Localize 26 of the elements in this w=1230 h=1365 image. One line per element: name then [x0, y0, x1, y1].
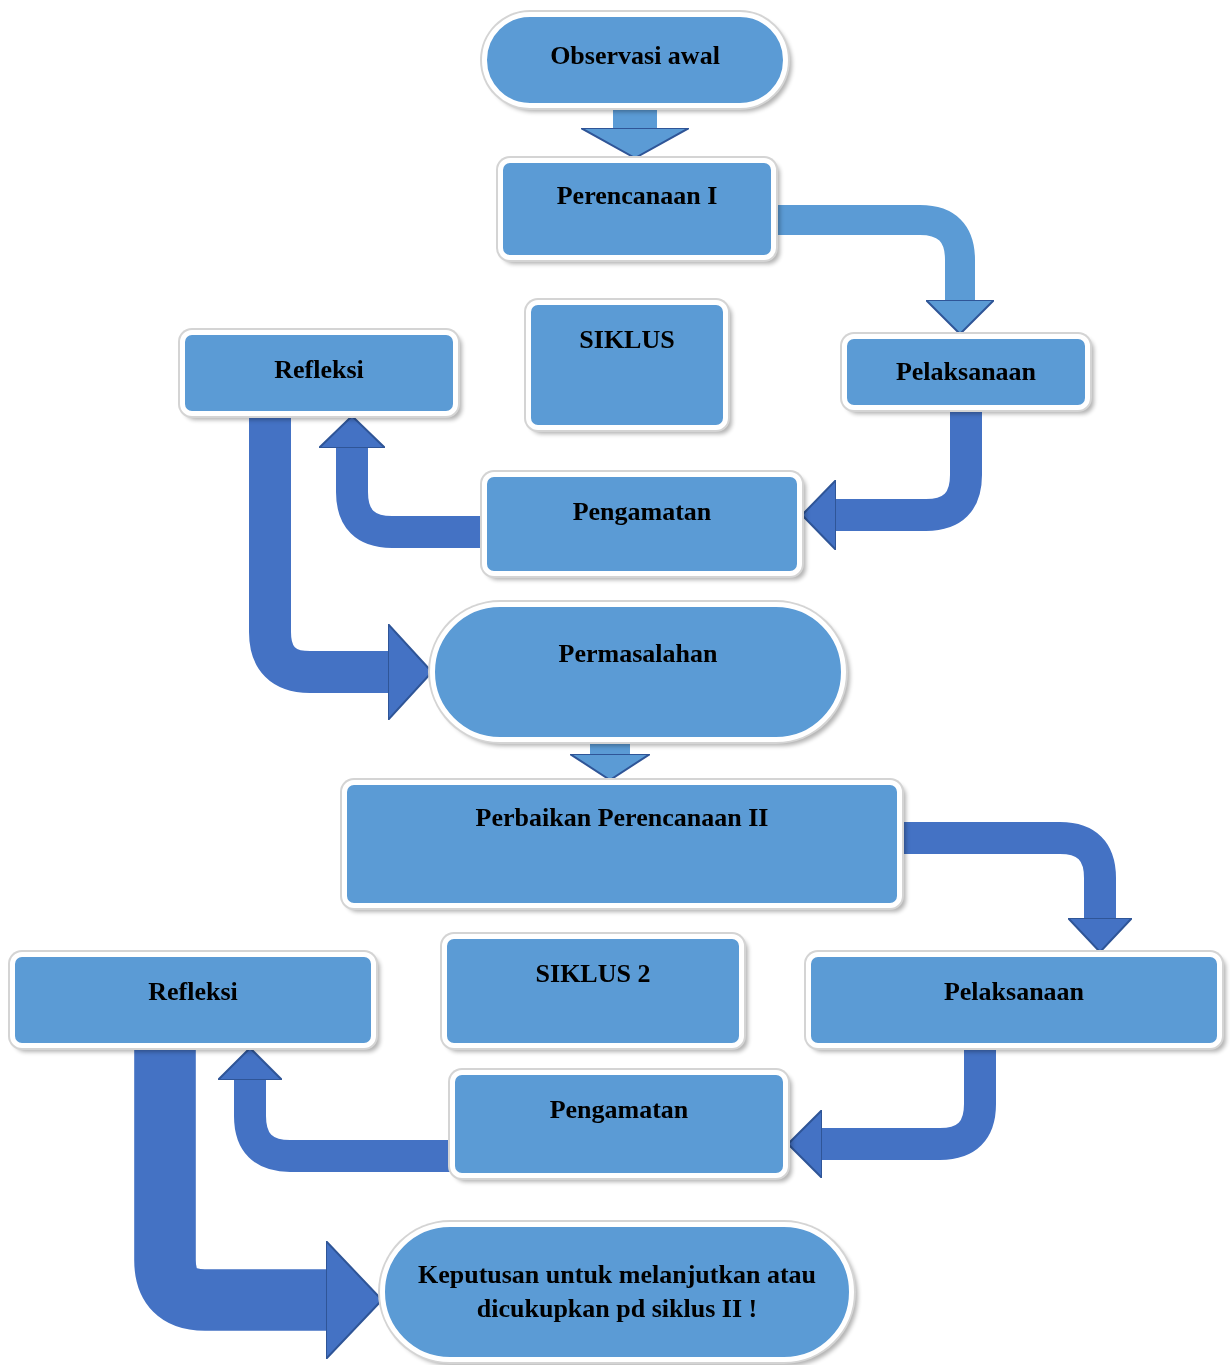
node-label: Refleksi [148, 976, 238, 1008]
process-box [10, 952, 376, 1048]
node-label: Pengamatan [572, 496, 712, 528]
process-box [482, 472, 802, 576]
process-box [526, 300, 728, 430]
node-label: Perencanaan I [556, 180, 718, 212]
node-label: Pengamatan [549, 1094, 689, 1126]
process-box [180, 330, 458, 416]
process-box [442, 934, 744, 1048]
process-box [498, 158, 776, 260]
process-box [342, 780, 902, 908]
node-label: Keputusan untuk melanjutkan atau dicukupkan pd siklus II ! [416, 1259, 818, 1325]
process-box [806, 952, 1222, 1048]
terminal-pill [482, 12, 788, 108]
node-label: SIKLUS [579, 324, 675, 356]
node-label: Permasalahan [558, 638, 718, 670]
node-label: Pelaksanaan [943, 976, 1085, 1008]
node-label: SIKLUS 2 [535, 958, 651, 990]
terminal-pill [380, 1222, 854, 1362]
node-label: Pelaksanaan [895, 356, 1037, 388]
process-box [842, 334, 1090, 410]
node-label: Observasi awal [550, 40, 720, 72]
terminal-pill [430, 602, 846, 742]
process-box [450, 1070, 788, 1178]
node-label: Refleksi [274, 354, 364, 386]
node-label: Perbaikan Perencanaan II [475, 802, 769, 834]
